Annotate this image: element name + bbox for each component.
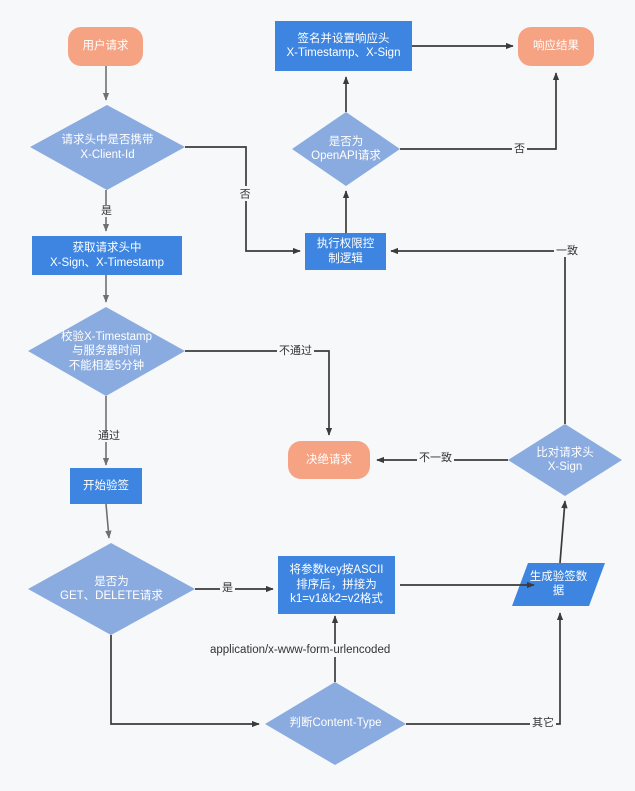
node-permission-logic-label: 执行权限控 制逻辑 (316, 238, 375, 265)
shape-is-openapi (292, 112, 400, 186)
edge-get-delete-no-to-content-type (110, 635, 260, 728)
edge-content-type-other-to-generate (406, 612, 564, 725)
edge-label-get-delete-yes: 是 (220, 582, 235, 595)
shape-is-get-delete (28, 543, 195, 635)
node-verify-timestamp[interactable]: 校验X-Timestamp 与服务器时间 不能相差5分钟 (28, 307, 185, 396)
shape-generate-sign-data (512, 563, 605, 606)
node-sort-params[interactable]: 将参数key按ASCII 排序后，拼接为 k1=v1&k2=v2格式 (278, 556, 395, 614)
node-sort-params-label: 将参数key按ASCII 排序后，拼接为 k1=v1&k2=v2格式 (289, 564, 384, 606)
node-is-openapi[interactable]: 是否为 OpenAPI请求 (292, 112, 400, 186)
node-reject-request[interactable]: 决绝请求 (288, 441, 370, 479)
shape-verify-timestamp (28, 307, 185, 396)
node-permission-logic[interactable]: 执行权限控 制逻辑 (305, 233, 386, 270)
edge-label-client-id-no-text: 否 (238, 188, 251, 199)
node-response-result[interactable]: 响应结果 (518, 27, 594, 66)
edge-label-sign-mismatch-text: 不一致 (419, 452, 452, 464)
edge-label-content-type-form: application/x-www-form-urlencoded (208, 644, 393, 657)
edge-timestamp-fail-to-reject (185, 350, 333, 436)
node-generate-sign-data[interactable]: 生成验签数 据 (512, 563, 605, 606)
edge-label-client-id-no: 否 (238, 186, 251, 201)
edge-label-timestamp-pass-text: 通过 (98, 430, 120, 442)
node-compare-sign-label: 比对请求头 X-Sign (536, 446, 594, 473)
edge-label-timestamp-pass: 通过 (96, 430, 122, 443)
edge-label-client-id-yes-text: 是 (101, 205, 112, 217)
shape-compare-sign (508, 424, 622, 496)
edge-start-verify-to-get-delete (105, 503, 112, 539)
node-start-verify[interactable]: 开始验签 (70, 468, 142, 504)
edge-label-openapi-no: 否 (512, 143, 527, 156)
edge-label-timestamp-fail-text: 不通过 (279, 345, 312, 357)
edge-openapi-no-to-response (400, 72, 560, 150)
node-is-openapi-label: 是否为 OpenAPI请求 (311, 135, 381, 162)
node-sign-and-set-headers[interactable]: 签名并设置响应头 X-Timestamp、X-Sign (275, 21, 412, 71)
node-sign-and-set-headers-label: 签名并设置响应头 X-Timestamp、X-Sign (286, 32, 401, 59)
edge-label-timestamp-fail: 不通过 (277, 345, 314, 358)
node-user-request[interactable]: 用户请求 (68, 27, 143, 66)
node-get-headers-label: 获取请求头中 X-Sign、X-Timestamp (50, 242, 164, 269)
edge-label-openapi-no-text: 否 (514, 143, 525, 155)
node-is-get-delete-label: 是否为 GET、DELETE请求 (60, 575, 163, 602)
node-user-request-label: 用户请求 (82, 40, 129, 53)
node-verify-timestamp-label: 校验X-Timestamp 与服务器时间 不能相差5分钟 (61, 330, 152, 372)
edge-label-content-type-other: 其它 (530, 717, 556, 730)
node-is-get-delete[interactable]: 是否为 GET、DELETE请求 (28, 543, 195, 635)
edge-label-client-id-yes: 是 (99, 205, 114, 218)
node-get-headers[interactable]: 获取请求头中 X-Sign、X-Timestamp (32, 236, 182, 275)
node-check-content-type[interactable]: 判断Content-Type (265, 682, 406, 765)
node-start-verify-label: 开始验签 (83, 479, 129, 492)
edge-label-get-delete-yes-text: 是 (222, 582, 233, 594)
node-response-result-label: 响应结果 (533, 40, 579, 53)
node-generate-sign-data-label: 生成验签数 据 (529, 570, 588, 597)
edge-label-sign-match: 一致 (554, 245, 580, 258)
shape-check-content-type (265, 682, 406, 765)
node-has-client-id[interactable]: 请求头中是否携带 X-Client-Id (30, 105, 185, 190)
node-reject-request-label: 决绝请求 (306, 453, 352, 466)
edge-generate-to-compare-sign (559, 500, 568, 564)
edge-label-content-type-other-text: 其它 (532, 717, 554, 729)
edge-label-sign-mismatch: 不一致 (417, 452, 454, 465)
shape-has-client-id (30, 105, 185, 190)
node-has-client-id-label: 请求头中是否携带 X-Client-Id (61, 134, 154, 161)
edge-label-content-type-form-text: application/x-www-form-urlencoded (210, 644, 391, 656)
edge-label-sign-match-text: 一致 (556, 245, 578, 257)
edge-sign-match-to-permission (390, 247, 566, 424)
node-check-content-type-label: 判断Content-Type (289, 717, 382, 730)
node-compare-sign[interactable]: 比对请求头 X-Sign (508, 424, 622, 496)
